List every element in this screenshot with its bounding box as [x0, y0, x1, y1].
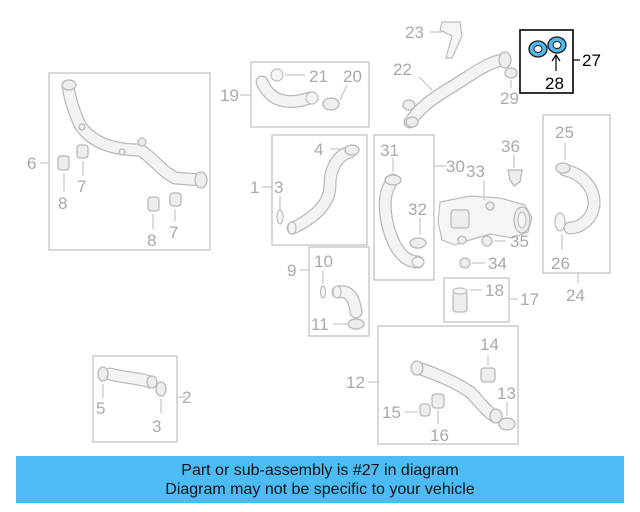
label-8-upper[interactable]: 8 — [58, 194, 67, 213]
label-22[interactable]: 22 — [393, 60, 412, 79]
label-33[interactable]: 33 — [466, 162, 485, 181]
bushing-16 — [431, 393, 445, 409]
group-9: 9 10 11 — [287, 246, 370, 337]
label-7-upper[interactable]: 7 — [77, 177, 86, 196]
label-17[interactable]: 17 — [520, 290, 539, 309]
label-30[interactable]: 30 — [446, 157, 465, 176]
label-18[interactable]: 18 — [485, 281, 504, 300]
label-34[interactable]: 34 — [488, 254, 507, 273]
group-1: 1 3 4 — [250, 134, 368, 246]
group-2: 5 3 2 — [92, 355, 191, 443]
label-5[interactable]: 5 — [96, 399, 105, 418]
clamp-5 — [97, 366, 109, 382]
clamp-31 — [384, 174, 402, 186]
label-36[interactable]: 36 — [501, 137, 520, 156]
group-2-box — [92, 355, 178, 443]
bushing-7-upper — [76, 144, 89, 159]
label-3-lower[interactable]: 3 — [152, 417, 161, 436]
clamp-4 — [344, 144, 360, 156]
group-1-box — [271, 134, 368, 246]
label-26[interactable]: 26 — [551, 254, 570, 273]
banner-line-1: Part or sub-assembly is #27 in diagram — [181, 462, 459, 479]
label-13[interactable]: 13 — [497, 384, 516, 403]
label-6[interactable]: 6 — [27, 154, 36, 173]
group-27-box — [519, 29, 574, 94]
clamp-20 — [322, 97, 340, 111]
clamp-32 — [409, 237, 427, 249]
bracket-14 — [480, 367, 496, 383]
parts-diagram: 6 7 8 7 8 19 21 20 23 22 29 — [27, 21, 611, 445]
label-15[interactable]: 15 — [382, 403, 401, 422]
label-1[interactable]: 1 — [250, 178, 259, 197]
bracket-23 — [439, 21, 463, 59]
small-parts-34-36: 36 35 34 — [459, 137, 529, 273]
group-9-box — [308, 246, 370, 337]
group-24-box — [542, 114, 611, 274]
group-30-box — [373, 134, 435, 281]
clamp-25 — [555, 162, 571, 174]
bolt-34 — [459, 257, 471, 269]
ring-10 — [319, 285, 327, 299]
bolt-35 — [481, 235, 493, 247]
group-30: 31 32 30 — [373, 134, 465, 281]
group-24: 25 26 24 — [542, 114, 611, 305]
label-16[interactable]: 16 — [430, 426, 449, 445]
label-24[interactable]: 24 — [566, 286, 585, 305]
bushing-8-upper — [57, 155, 70, 171]
label-27[interactable]: 27 — [582, 51, 601, 70]
ring-26 — [554, 212, 566, 232]
label-21[interactable]: 21 — [309, 67, 328, 86]
label-23[interactable]: 23 — [405, 23, 424, 42]
sensor-36 — [507, 169, 523, 187]
label-20[interactable]: 20 — [343, 67, 362, 86]
label-31[interactable]: 31 — [380, 141, 399, 160]
label-25[interactable]: 25 — [555, 123, 574, 142]
label-2[interactable]: 2 — [182, 388, 191, 407]
clamp-11 — [347, 318, 365, 330]
label-32[interactable]: 32 — [408, 200, 427, 219]
label-9[interactable]: 9 — [287, 261, 296, 280]
group-22: 23 22 29 — [393, 21, 519, 129]
clamp-3-lower — [155, 381, 167, 397]
clamp-13 — [498, 417, 516, 431]
label-14[interactable]: 14 — [480, 335, 499, 354]
group-12-box — [377, 325, 519, 445]
group-12: 12 14 13 15 16 — [346, 325, 519, 445]
label-29[interactable]: 29 — [500, 89, 519, 108]
label-35[interactable]: 35 — [510, 232, 529, 251]
clamp-29 — [504, 67, 518, 79]
label-10[interactable]: 10 — [314, 252, 333, 271]
bushing-8-lower — [147, 196, 160, 212]
label-19[interactable]: 19 — [220, 86, 239, 105]
group-6: 6 7 8 7 8 — [27, 72, 211, 251]
group-6-box — [48, 72, 211, 251]
group-19: 19 21 20 — [220, 61, 370, 128]
label-11[interactable]: 11 — [311, 315, 329, 334]
label-12[interactable]: 12 — [346, 373, 365, 392]
group-17: 18 17 — [443, 277, 539, 323]
group-27-highlight: 27 28 — [519, 29, 601, 94]
ring-3 — [276, 209, 284, 225]
banner-line-2: Diagram may not be specific to your vehi… — [165, 481, 475, 498]
info-banner: Part or sub-assembly is #27 in diagram D… — [16, 456, 624, 503]
housing-33 — [437, 195, 533, 246]
label-3[interactable]: 3 — [274, 178, 283, 197]
bushing-15 — [419, 403, 431, 417]
group-17-box — [443, 277, 510, 323]
part-33: 33 — [437, 162, 533, 246]
label-8-lower[interactable]: 8 — [147, 231, 156, 250]
label-4[interactable]: 4 — [314, 140, 323, 159]
label-7-lower[interactable]: 7 — [169, 223, 178, 242]
label-28[interactable]: 28 — [545, 74, 564, 93]
sleeve-18 — [452, 291, 468, 313]
bushing-7-lower — [169, 192, 182, 207]
